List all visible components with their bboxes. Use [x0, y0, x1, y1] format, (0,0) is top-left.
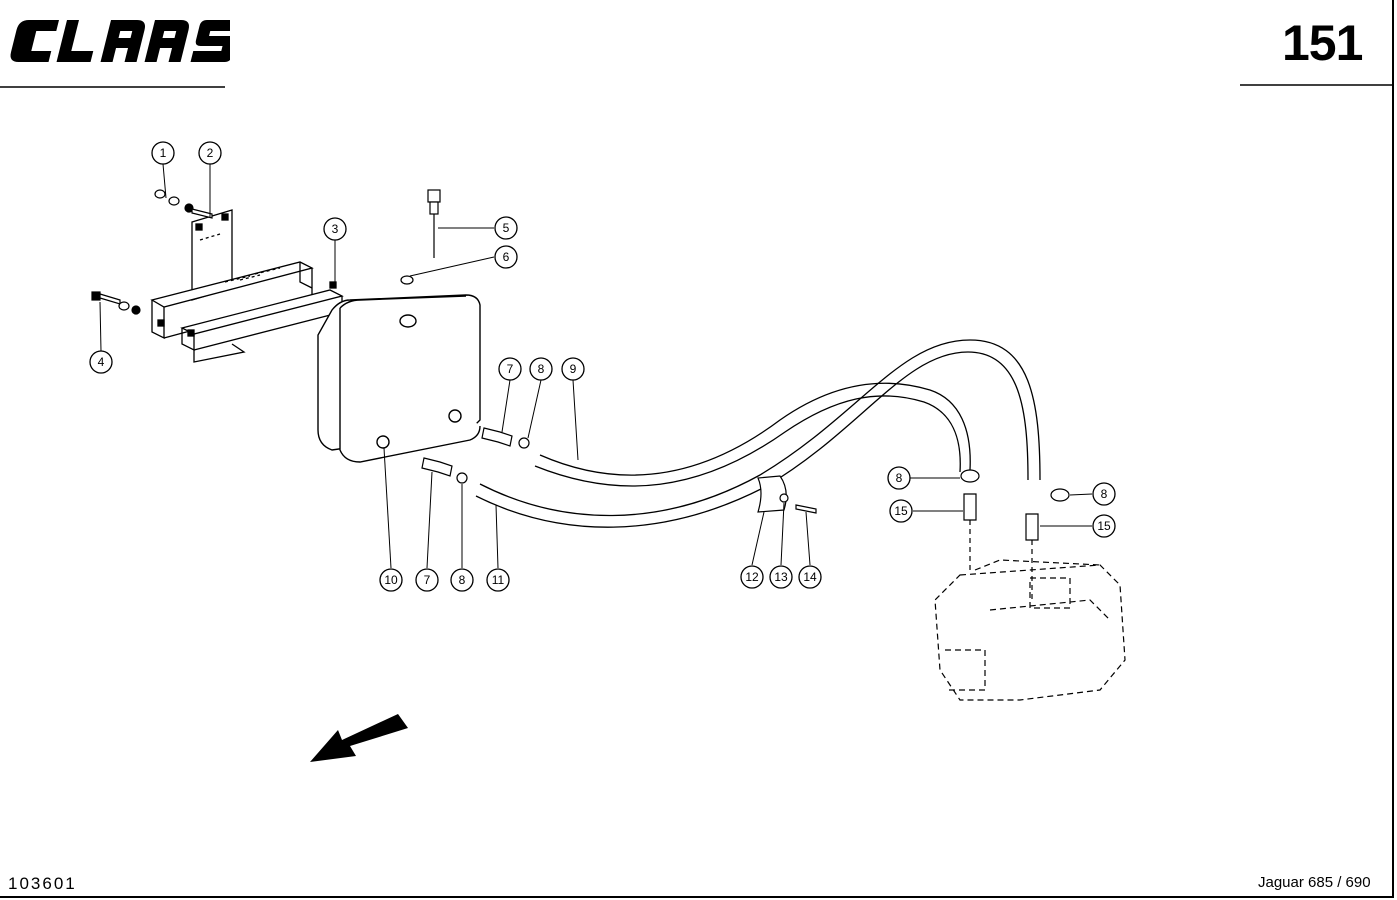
- callout-8-lower: 8: [450, 568, 474, 592]
- callout-9: 9: [561, 357, 585, 381]
- callout-7-upper: 7: [498, 357, 522, 381]
- callout-10: 10: [379, 568, 403, 592]
- screw-set-1: [154, 189, 213, 219]
- svg-text:5: 5: [503, 221, 510, 235]
- callout-5: 5: [494, 216, 518, 240]
- svg-text:7: 7: [424, 573, 431, 587]
- svg-text:8: 8: [1101, 487, 1108, 501]
- callout-6: 6: [494, 245, 518, 269]
- hoses: [475, 339, 1041, 528]
- svg-text:1: 1: [160, 146, 167, 160]
- svg-text:15: 15: [894, 504, 908, 518]
- svg-text:4: 4: [98, 355, 105, 369]
- callout-7-lower: 7: [415, 568, 439, 592]
- leader-lines: [99, 163, 1093, 569]
- page-number: 151: [1282, 15, 1363, 71]
- claas-logo: [10, 20, 230, 62]
- callout-11: 11: [486, 568, 510, 592]
- callout-15-right: 15: [1092, 514, 1116, 538]
- oil-tank: [317, 294, 481, 463]
- hydraulic-pump: [934, 559, 1126, 701]
- mounting-bracket: [150, 209, 344, 363]
- svg-text:11: 11: [492, 573, 505, 587]
- callout-4: 4: [89, 350, 113, 374]
- callout-15-left: 15: [889, 499, 913, 523]
- svg-text:13: 13: [774, 570, 788, 584]
- svg-text:8: 8: [538, 362, 545, 376]
- svg-text:10: 10: [384, 573, 398, 587]
- screw-set-4: [91, 291, 141, 315]
- svg-text:2: 2: [207, 146, 214, 160]
- direction-arrow-icon: [310, 714, 408, 762]
- callout-2: 2: [198, 141, 222, 165]
- svg-text:14: 14: [803, 570, 817, 584]
- fittings-left: [421, 427, 530, 484]
- svg-text:9: 9: [570, 362, 577, 376]
- callout-14: 14: [798, 565, 822, 589]
- hose-clip: [757, 475, 817, 514]
- svg-text:8: 8: [896, 471, 903, 485]
- callout-8-pump-right: 8: [1092, 482, 1116, 506]
- callout-3: 3: [323, 217, 347, 241]
- svg-text:8: 8: [459, 573, 466, 587]
- callout-13: 13: [769, 565, 793, 589]
- svg-text:7: 7: [507, 362, 514, 376]
- callout-12: 12: [740, 565, 764, 589]
- model-label: Jaguar 685 / 690: [1258, 874, 1371, 891]
- svg-text:15: 15: [1097, 519, 1111, 533]
- callout-1: 1: [151, 141, 175, 165]
- svg-text:12: 12: [745, 570, 759, 584]
- drawing-code: 103601: [8, 874, 77, 893]
- svg-text:3: 3: [332, 222, 339, 236]
- callout-8-pump-left: 8: [887, 466, 911, 490]
- dipstick: [400, 189, 441, 285]
- pump-fittings: [960, 469, 1070, 600]
- svg-text:6: 6: [503, 250, 510, 264]
- callout-8-upper: 8: [529, 357, 553, 381]
